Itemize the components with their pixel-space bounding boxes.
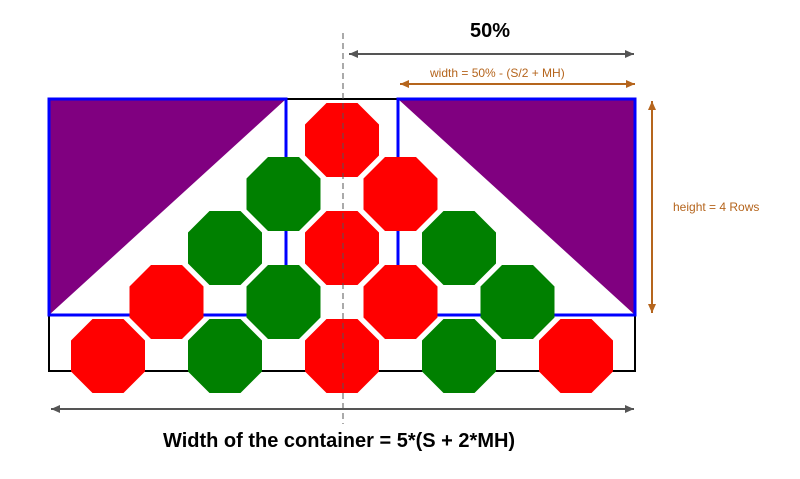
green-octagon <box>422 211 496 285</box>
green-octagon <box>422 319 496 393</box>
red-octagon <box>539 319 613 393</box>
red-octagon <box>363 265 438 339</box>
octagon-grid <box>71 103 613 393</box>
float-height-label: height = 4 Rows <box>673 200 760 214</box>
container-width-label: Width of the container = 5*(S + 2*MH) <box>163 430 516 452</box>
right-purple-triangle <box>398 99 635 315</box>
red-octagon <box>363 157 438 231</box>
green-octagon <box>246 157 321 231</box>
green-octagon <box>188 211 262 285</box>
red-octagon <box>305 211 379 285</box>
red-octagon <box>305 319 379 393</box>
half-width-label: 50% <box>470 20 511 42</box>
red-octagon <box>129 265 204 339</box>
green-octagon <box>188 319 262 393</box>
red-octagon <box>71 319 145 393</box>
left-purple-triangle <box>49 99 286 315</box>
float-width-label: width = 50% - (S/2 + MH) <box>430 66 565 80</box>
green-octagon <box>246 265 321 339</box>
green-octagon <box>480 265 555 339</box>
red-octagon <box>305 103 379 177</box>
